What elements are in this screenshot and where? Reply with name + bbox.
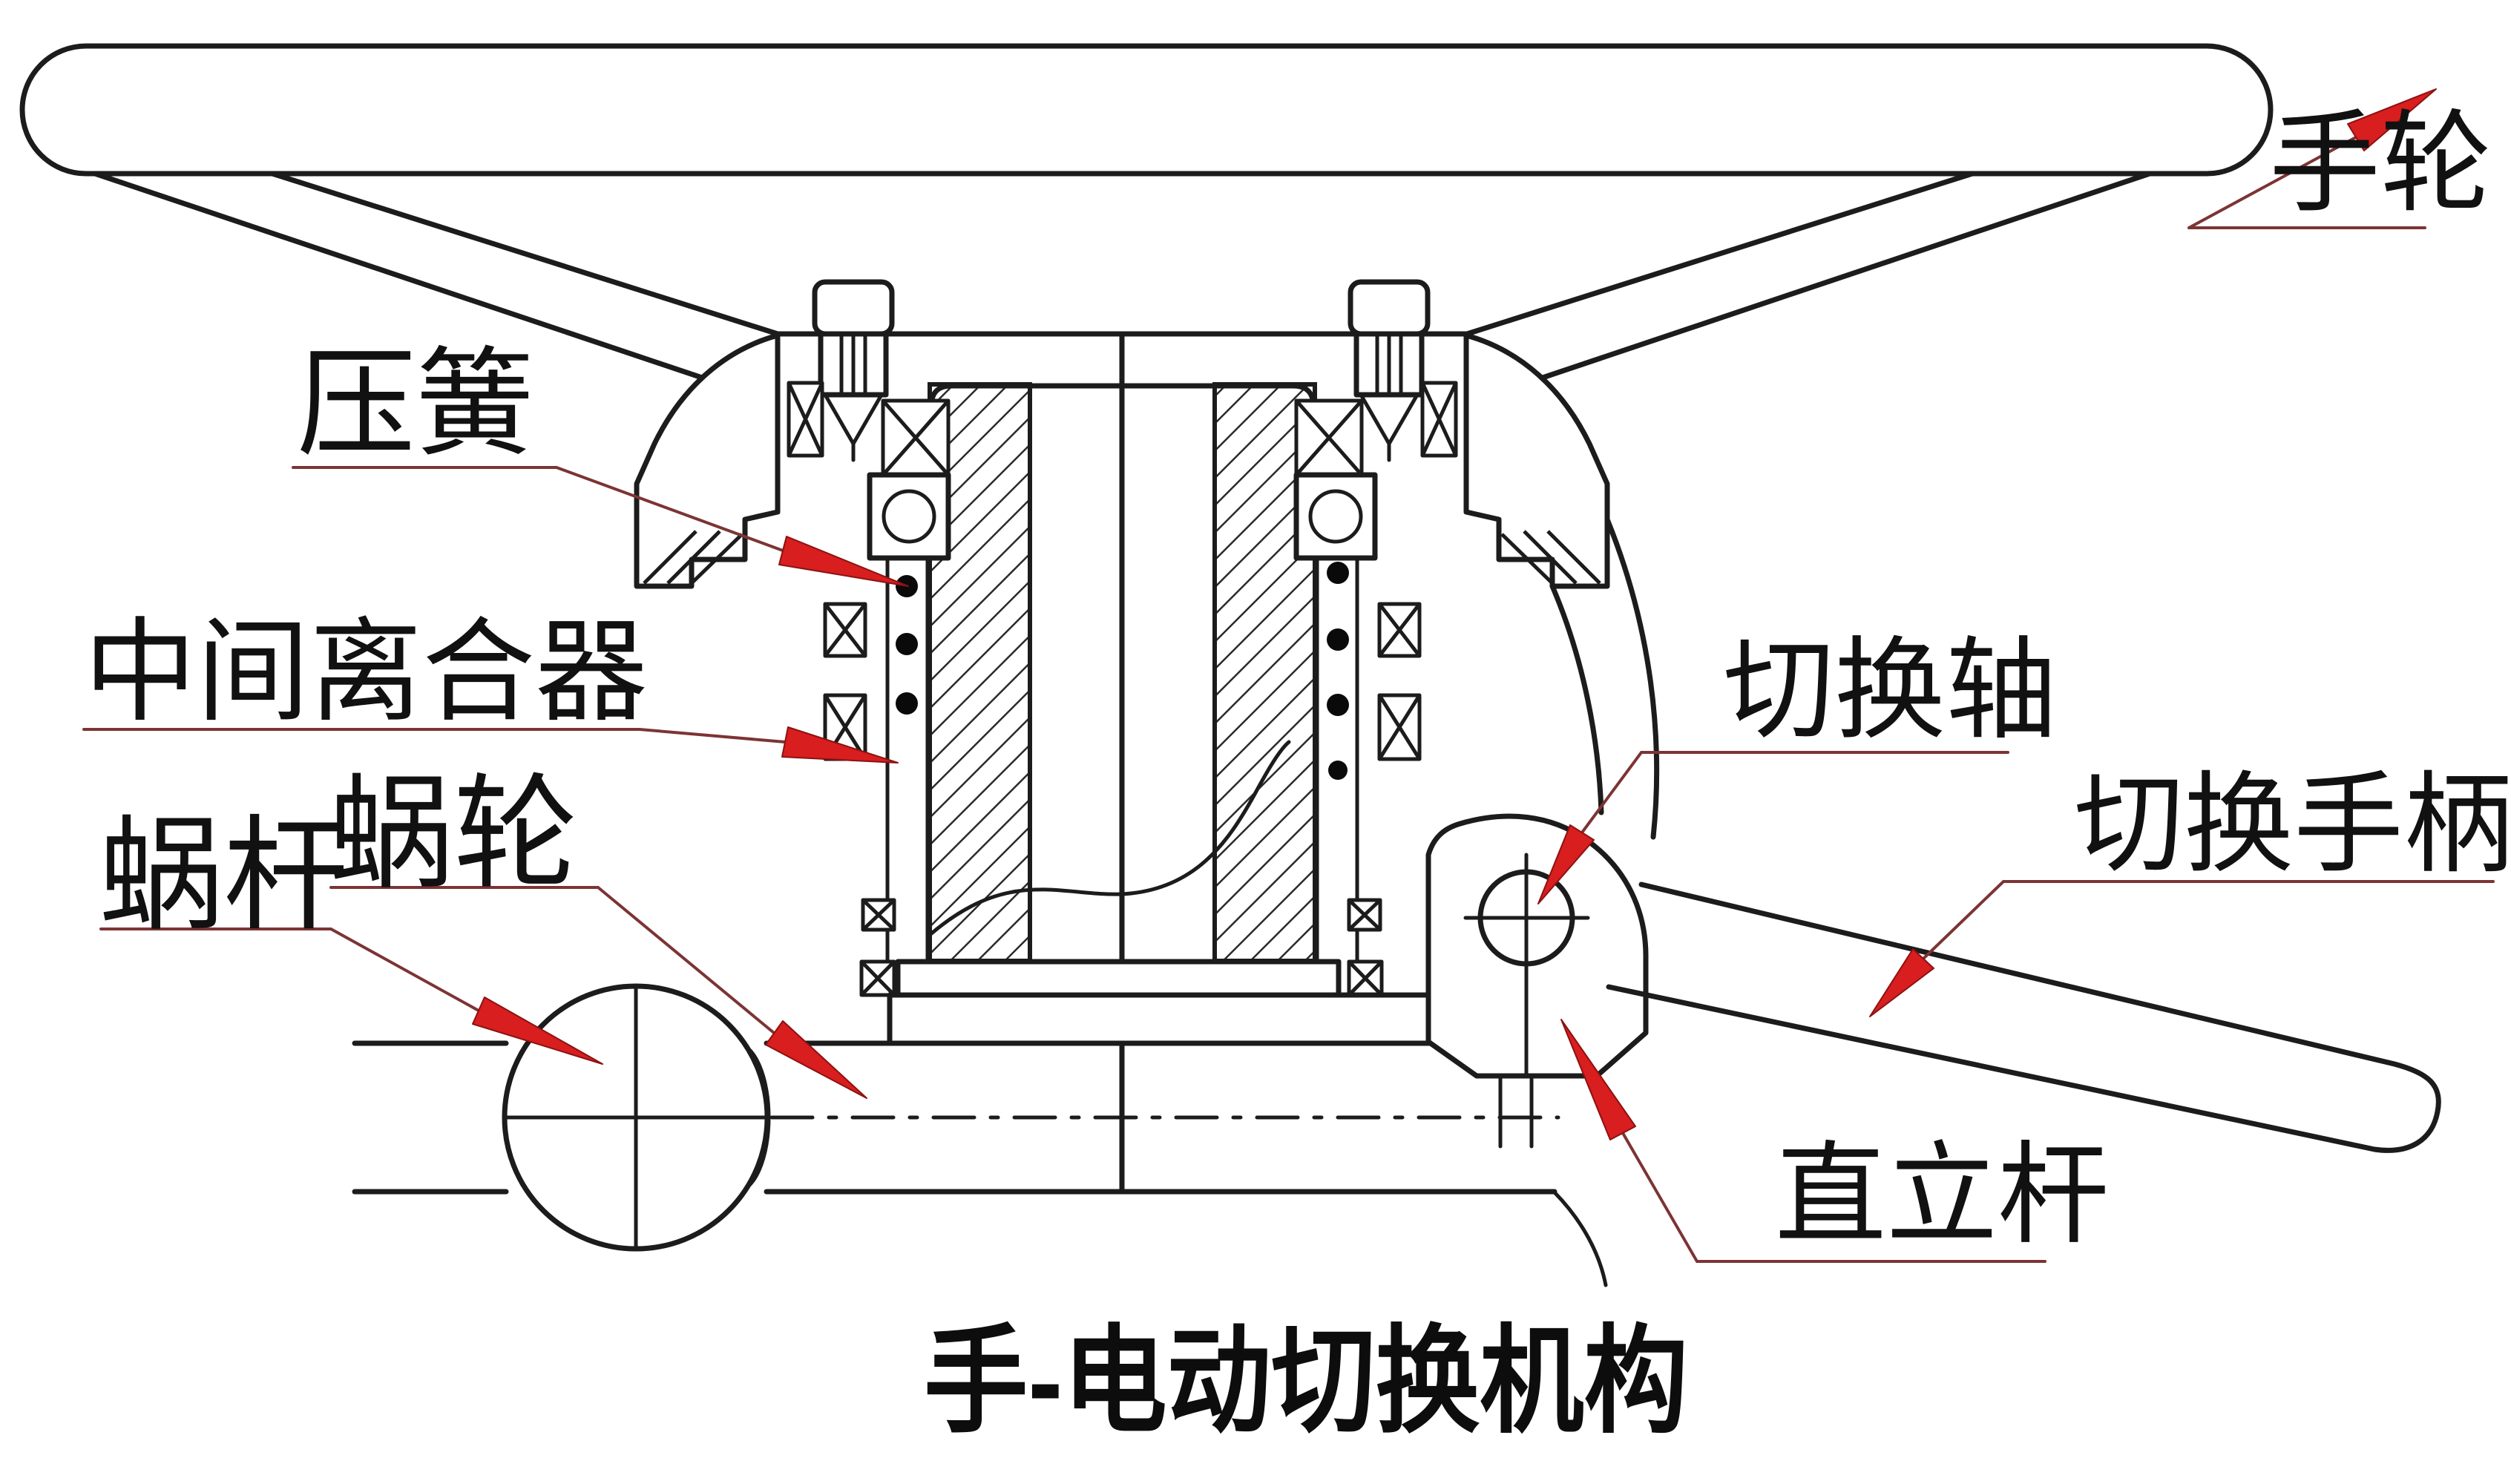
x-bearing-4	[1377, 602, 1422, 658]
pointer-arrow-worm-wheel	[765, 1020, 867, 1099]
x-bearing-2	[1420, 381, 1458, 458]
pointer-arrow-intermediate-clutch	[781, 726, 899, 764]
pointer-arrow-compression-spring	[778, 536, 909, 587]
pointer-arrow-worm	[472, 997, 603, 1065]
pointer-arrows	[472, 88, 2437, 1140]
leader-intermediate-clutch	[82, 728, 787, 743]
ball-bearing-left	[867, 472, 951, 561]
leader-compression-spring	[292, 466, 784, 552]
hub-wing-right	[1463, 332, 1610, 589]
leader-switching-shaft	[1581, 751, 2009, 834]
label-intermediate-clutch: 中间离合器	[84, 611, 648, 735]
label-worm-wheel: 蜗轮	[329, 766, 578, 904]
leader-switching-handle	[1922, 880, 2495, 960]
handwheel-rim	[19, 43, 2274, 177]
bearing-blocks	[787, 381, 1458, 761]
label-vertical-rod: 直立杆	[1775, 1135, 2109, 1258]
vertical-rod-lines	[1498, 1074, 1534, 1149]
clutch-drum	[885, 332, 1359, 1193]
label-worm: 蜗杆	[99, 808, 348, 946]
leader-worm	[99, 928, 480, 1012]
diagram-title: 手-电动切换机构	[924, 1316, 1688, 1447]
compression-spring-dots	[896, 562, 1349, 780]
ball-bearing-right	[1293, 472, 1378, 561]
worm-end-circle	[502, 983, 770, 1252]
pointer-arrow-switching-shaft	[1537, 824, 1595, 904]
x-bearing-1	[787, 381, 824, 458]
switch-handle	[1606, 881, 2441, 1153]
pointer-arrow-handwheel	[2347, 88, 2437, 151]
x-bearing-6	[1377, 693, 1422, 761]
switch-boss	[1425, 516, 1660, 1149]
labels: 手轮 压簧 中间离合器 蜗杆 蜗轮 切换轴 切换手柄 直立杆	[84, 103, 2511, 1258]
x-block-left	[881, 398, 951, 477]
label-switching-shaft: 切换轴	[1723, 630, 2057, 753]
leader-vertical-rod	[1621, 1132, 2046, 1263]
pointer-arrow-switching-handle	[1869, 948, 1934, 1017]
label-compression-spring: 压簧	[297, 339, 534, 471]
x-block-right	[1294, 398, 1364, 477]
leader-lines	[82, 136, 2495, 1263]
leader-handwheel	[2187, 136, 2426, 229]
leader-worm-wheel	[329, 886, 775, 1034]
hub-bolt-left	[812, 279, 895, 462]
hub-wing-left	[634, 332, 781, 589]
hub-bolt-right	[1348, 279, 1431, 462]
label-handwheel: 手轮	[2269, 103, 2492, 226]
pointer-arrow-vertical-rod	[1560, 1019, 1636, 1140]
x-bearing-3	[823, 602, 867, 658]
label-switching-handle: 切换手柄	[2074, 765, 2511, 887]
